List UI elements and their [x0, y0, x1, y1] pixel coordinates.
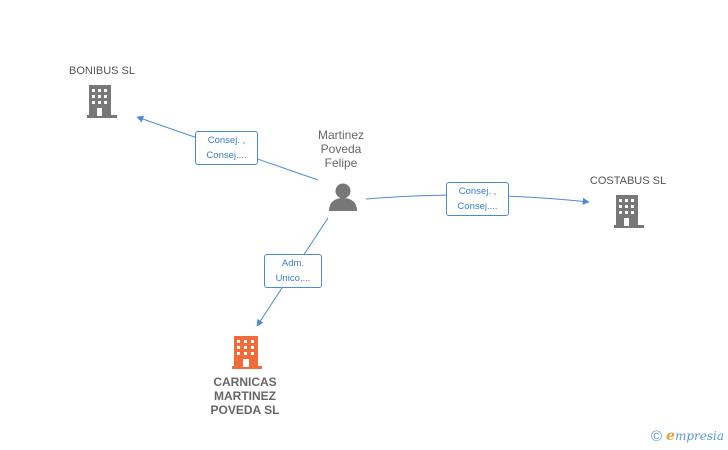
copyright-icon: © [650, 427, 663, 445]
node-label-costabus[interactable]: COSTABUS SL [589, 175, 667, 187]
company-name-line: MARTINEZ [214, 389, 276, 403]
person-name-line: Martinez [317, 128, 364, 142]
person-name-line: Felipe [324, 156, 358, 170]
empresia-logo: © empresia [651, 426, 724, 446]
node-label-carnicas[interactable]: CARNICAS MARTINEZ POVEDA SL [190, 375, 300, 417]
building-icon[interactable] [614, 195, 644, 228]
edge-label-bonibus[interactable]: Consej. , Consej.... [195, 131, 258, 165]
role-line: Adm. [281, 258, 305, 269]
role-line: Consej.... [457, 201, 498, 212]
role-line: Consej. , [458, 186, 497, 197]
person-icon[interactable] [329, 183, 357, 212]
brand-rest: mpresia [674, 429, 724, 443]
node-label-bonibus[interactable]: BONIBUS SL [68, 65, 136, 77]
edge-label-costabus[interactable]: Consej. , Consej.... [446, 182, 509, 216]
building-icon-main[interactable] [232, 336, 262, 369]
company-name-line: CARNICAS [213, 375, 277, 389]
role-line: Unico,... [275, 273, 311, 284]
node-label-person[interactable]: Martinez Poveda Felipe [300, 128, 382, 170]
role-line: Consej. , [207, 135, 246, 146]
role-line: Consej.... [206, 150, 247, 161]
brand-wordmark: empresia [666, 428, 724, 444]
company-name-line: POVEDA SL [210, 403, 280, 417]
building-icon[interactable] [87, 85, 117, 118]
person-name-line: Poveda [320, 142, 362, 156]
edge-label-carnicas[interactable]: Adm. Unico,... [264, 254, 322, 288]
brand-initial: e [666, 428, 675, 444]
